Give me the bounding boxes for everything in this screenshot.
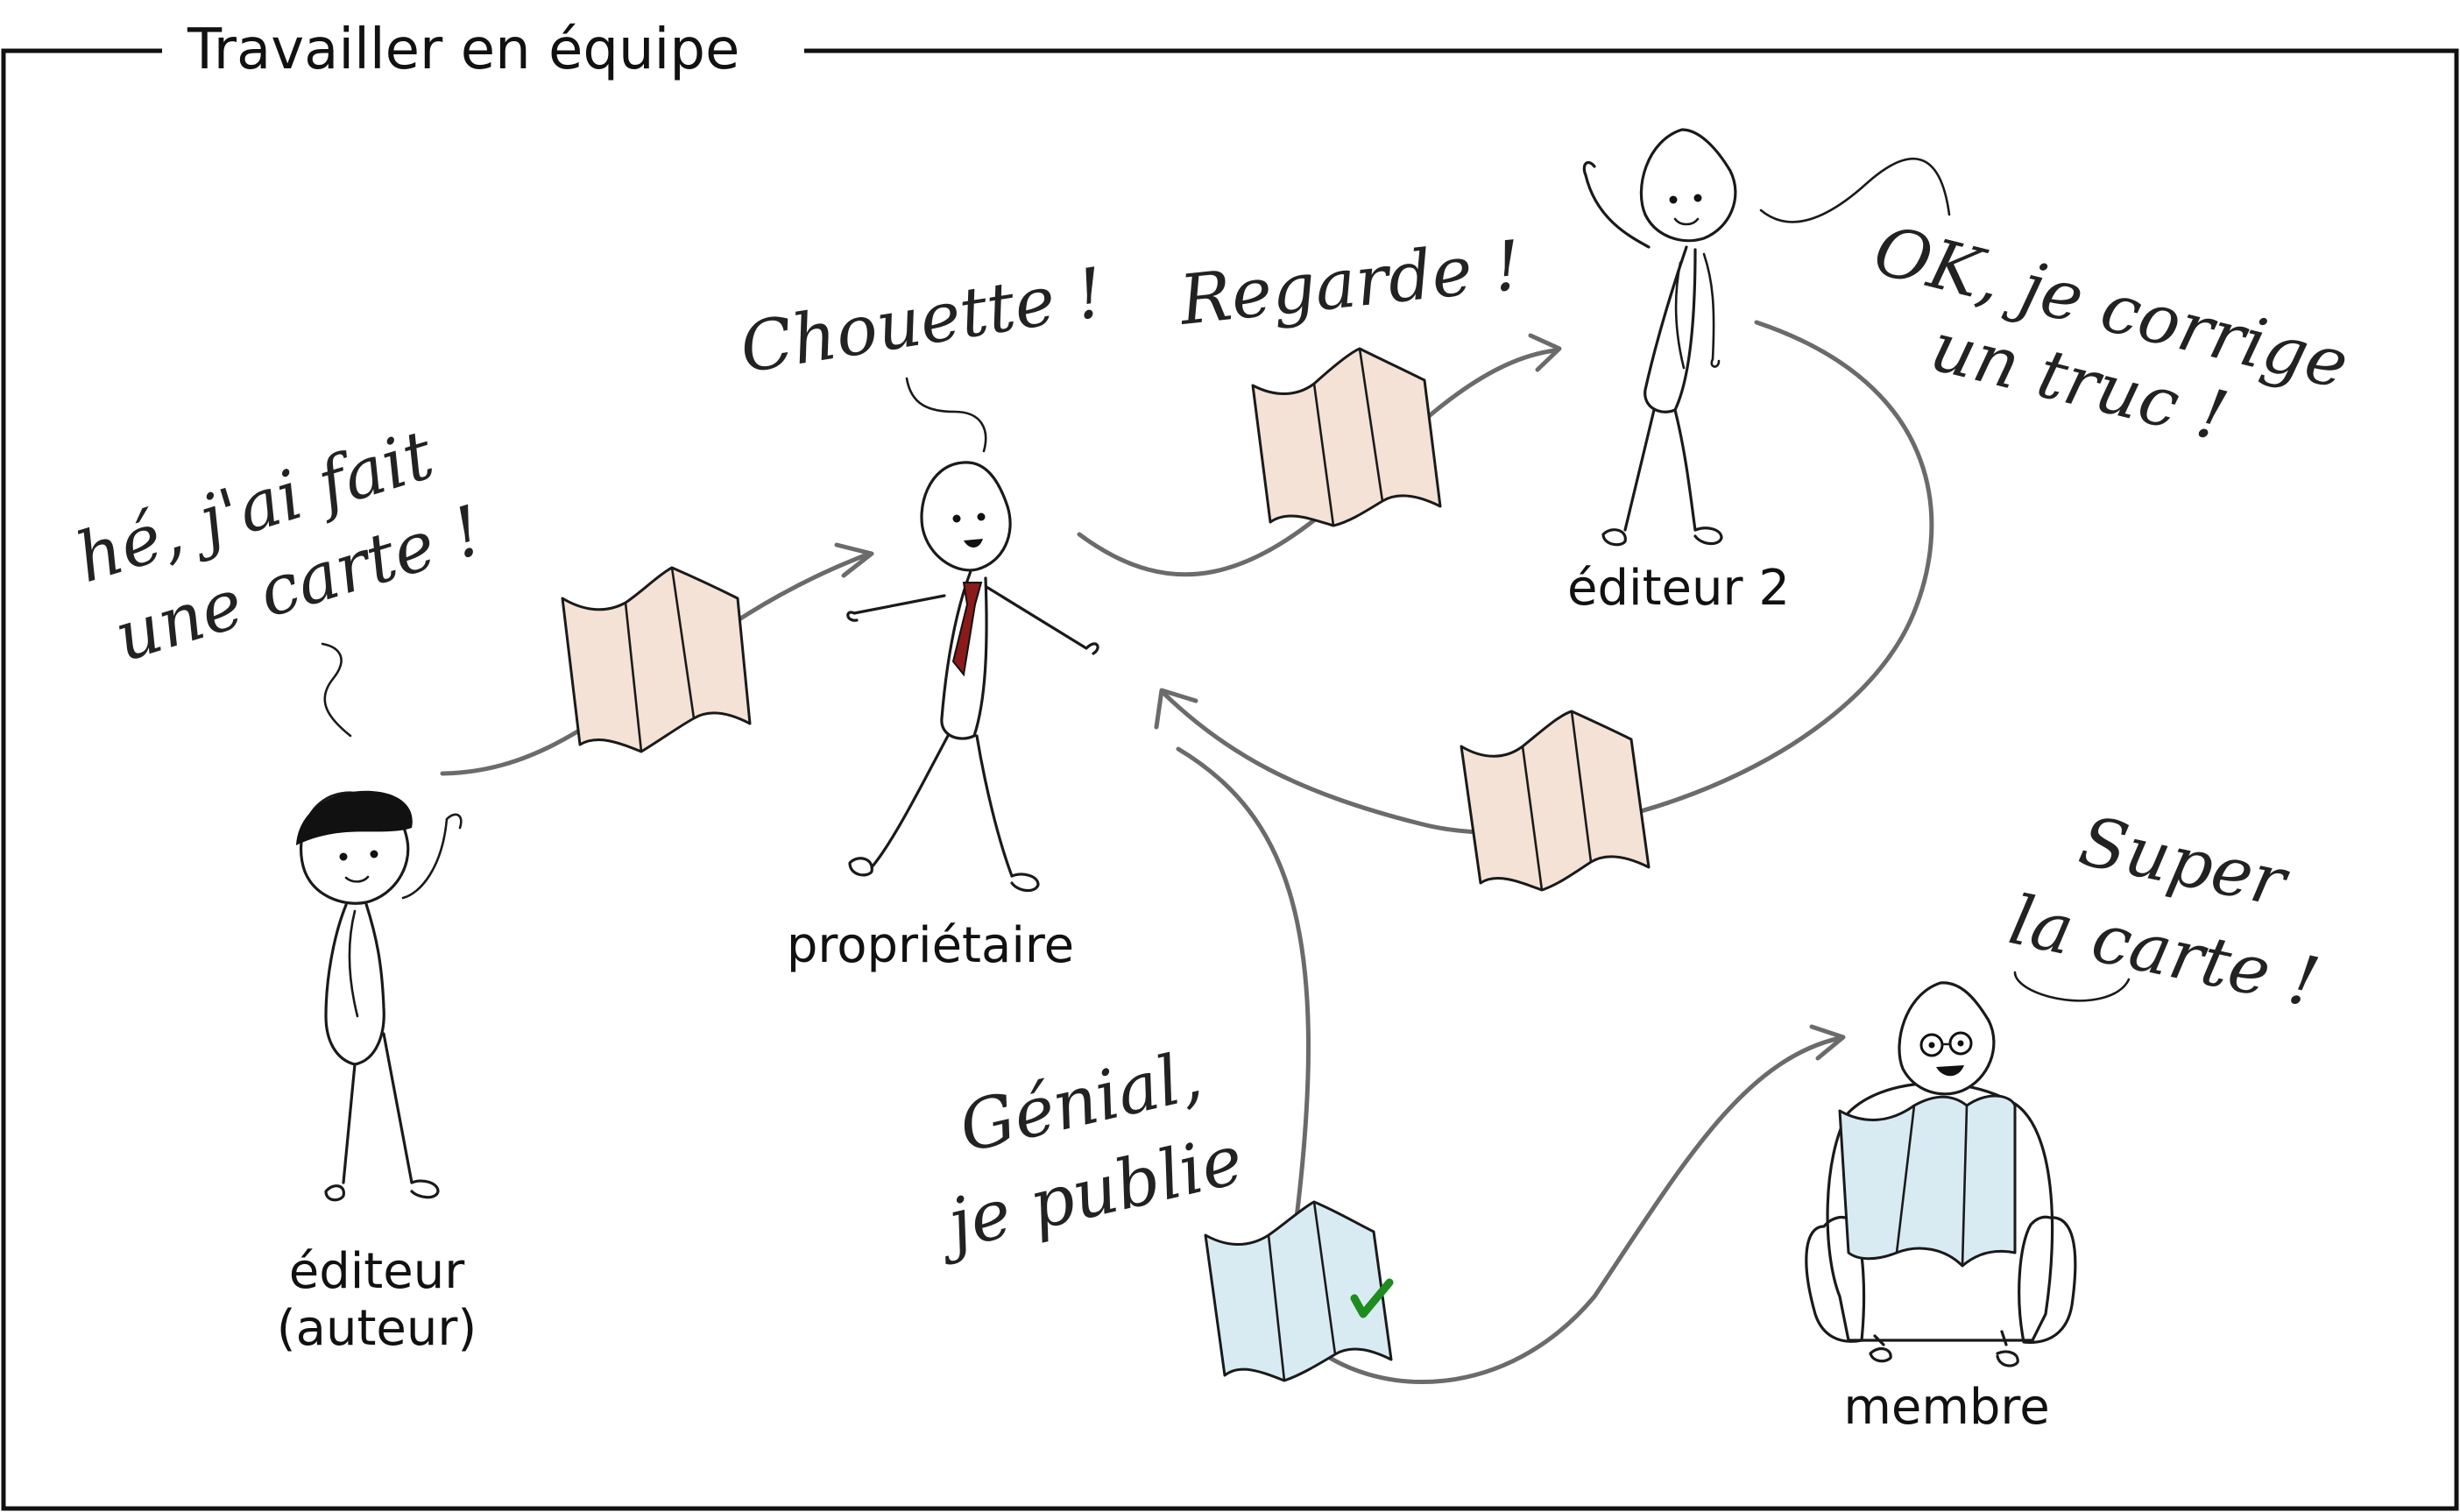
frame: Travailler en équipe [1,18,2459,1511]
label-owner: propriétaire [787,917,1074,974]
frame-title: Travailler en équipe [187,18,739,82]
character-editor-author [296,790,463,1202]
character-member [1805,981,2077,1367]
map-icon [1251,347,1442,527]
tie-icon [951,582,983,677]
map-icon [1204,1200,1394,1382]
character-owner [846,461,1099,893]
map-icon [1460,710,1651,892]
speech-owner-chouette: Chouette ! [735,253,1109,388]
arrow-editor2-to-owner [1163,320,1934,835]
speech-owner-regarde: Regarde ! [1175,227,1525,342]
speech-tails [321,157,2131,1002]
cap-icon [296,790,413,845]
label-editor2: éditeur 2 [1567,560,1790,617]
flow-arrows [440,320,1934,1384]
glasses-icon [1919,1031,1973,1057]
character-editor2 [1582,128,1737,547]
map-icon [561,566,752,753]
arrow-owner-to-publish [1176,746,1311,1220]
label-editor-author-2: (auteur) [277,1300,477,1357]
check-icon [1350,1278,1394,1318]
label-editor-author-1: éditeur [289,1243,465,1300]
label-member: membre [1843,1379,2049,1436]
arrow-publish-to-member [1303,1035,1842,1384]
role-labels: éditeur (auteur) propriétaire éditeur 2 … [277,560,2050,1436]
